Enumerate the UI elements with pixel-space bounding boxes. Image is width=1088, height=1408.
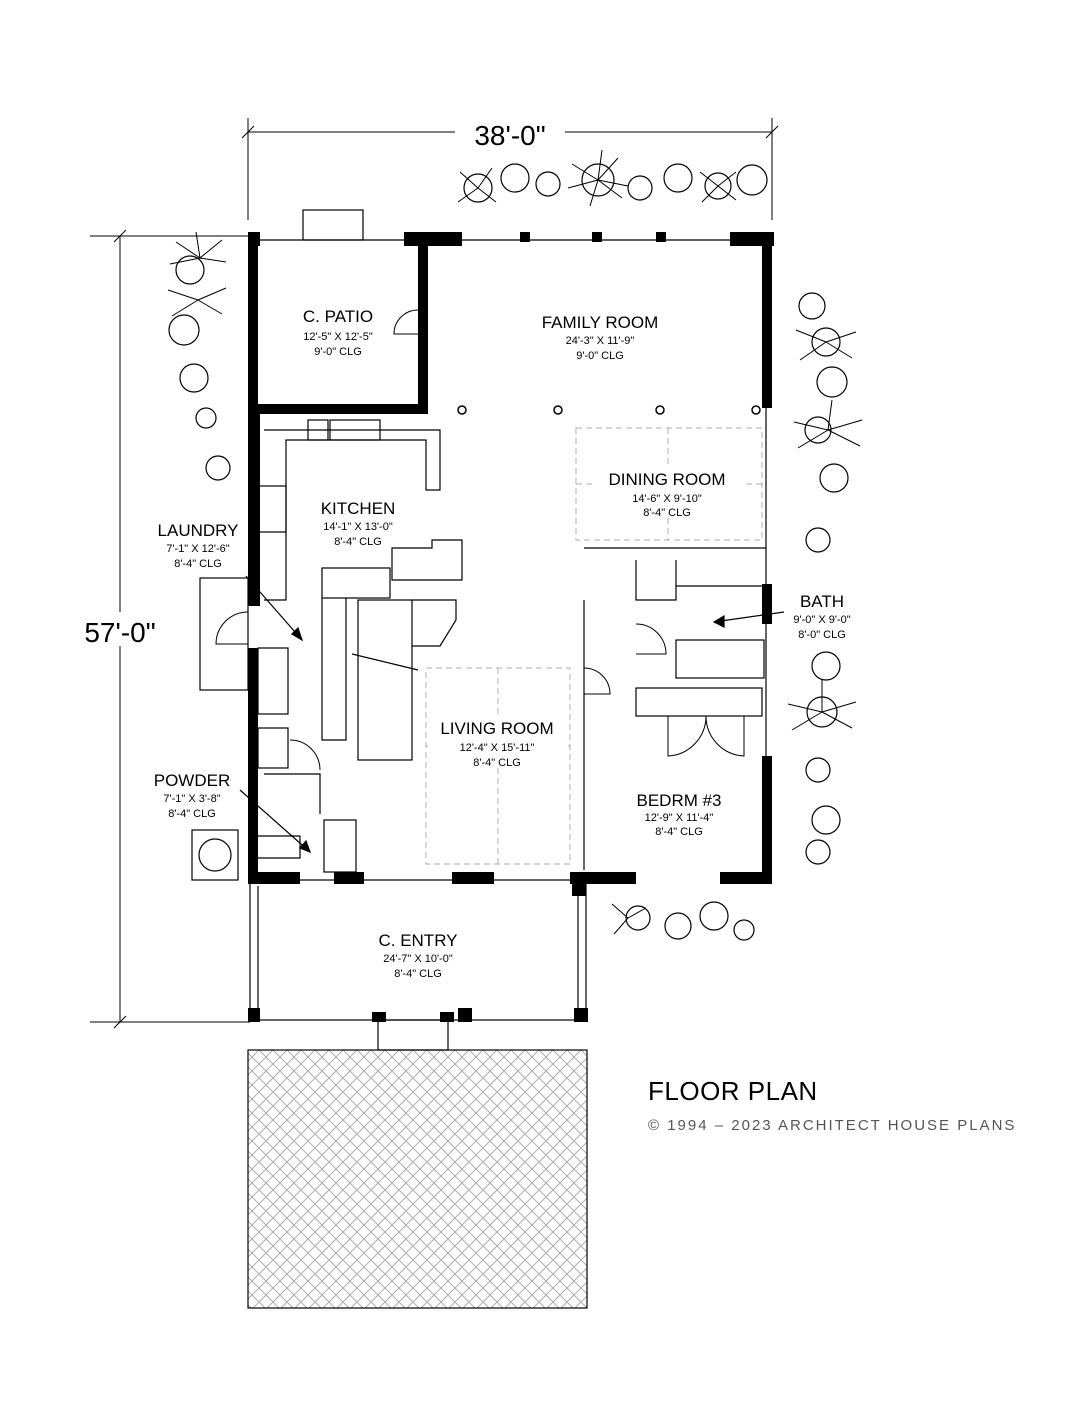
depth-dimension: 57'-0" xyxy=(84,617,155,648)
room-size: 12'-5" X 12'-5" xyxy=(303,331,373,343)
room-ceiling: 8'-4" CLG xyxy=(643,507,691,519)
room-patio: C. PATIO 12'-5" X 12'-5" 9'-0" CLG xyxy=(303,307,373,358)
room-name: C. PATIO xyxy=(303,307,373,326)
room-powder: POWDER 7'-1" X 3'-8" 8'-4" CLG xyxy=(154,771,231,820)
columns xyxy=(457,405,761,415)
room-size: 12'-9" X 11'-4" xyxy=(645,812,714,824)
room-ceiling: 8'-4" CLG xyxy=(334,536,382,548)
room-size: 9'-0" X 9'-0" xyxy=(793,614,850,626)
room-bath: BATH 9'-0" X 9'-0" 8'-0" CLG xyxy=(793,592,850,641)
room-name: KITCHEN xyxy=(321,499,396,518)
plan-title: FLOOR PLAN xyxy=(648,1076,818,1106)
room-size: 14'-1" X 13'-0" xyxy=(323,521,393,533)
room-name: DINING ROOM xyxy=(608,470,725,489)
copyright-notice: © 1994 – 2023 ARCHITECT HOUSE PLANS xyxy=(648,1117,1016,1134)
room-ceiling: 8'-4" CLG xyxy=(473,757,521,769)
room-size: 24'-3" X 11'-9" xyxy=(566,335,635,347)
leader-arrows xyxy=(239,575,785,854)
room-ceiling: 8'-4" CLG xyxy=(168,808,216,820)
room-bedroom: BEDRM #3 12'-9" X 11'-4" 8'-4" CLG xyxy=(636,791,721,838)
room-size: 14'-6" X 9'-10" xyxy=(632,493,702,505)
room-family: FAMILY ROOM 24'-3" X 11'-9" 9'-0" CLG xyxy=(542,313,659,362)
room-name: LIVING ROOM xyxy=(440,719,553,738)
room-ceiling: 8'-4" CLG xyxy=(655,826,703,838)
room-size: 12'-4" X 15'-11" xyxy=(460,742,535,754)
room-size: 24'-7" X 10'-0" xyxy=(383,953,453,965)
room-dining: DINING ROOM 14'-6" X 9'-10" 8'-4" CLG xyxy=(592,466,742,519)
room-name: BATH xyxy=(800,592,844,611)
room-ceiling: 9'-0" CLG xyxy=(576,350,624,362)
room-ceiling: 8'-4" CLG xyxy=(174,558,222,570)
room-size: 7'-1" X 12'-6" xyxy=(166,543,229,555)
driveway-paving xyxy=(247,1049,588,1309)
room-ceiling: 8'-4" CLG xyxy=(394,968,442,980)
room-ceiling: 9'-0" CLG xyxy=(314,346,362,358)
room-size: 7'-1" X 3'-8" xyxy=(163,793,220,805)
room-name: C. ENTRY xyxy=(378,931,457,950)
exterior-walls xyxy=(248,232,774,1022)
room-name: LAUNDRY xyxy=(158,521,239,540)
room-ceiling: 8'-0" CLG xyxy=(798,629,846,641)
room-name: FAMILY ROOM xyxy=(542,313,659,332)
room-laundry: LAUNDRY 7'-1" X 12'-6" 8'-4" CLG xyxy=(158,521,239,570)
room-entry: C. ENTRY 24'-7" X 10'-0" 8'-4" CLG xyxy=(378,931,457,980)
landscaping-shrubs xyxy=(168,163,849,941)
room-living: LIVING ROOM 12'-4" X 15'-11" 8'-4" CLG xyxy=(428,716,568,769)
width-dimension: 38'-0" xyxy=(474,120,545,151)
landscaping-spiky-plants xyxy=(167,149,863,935)
room-name: POWDER xyxy=(154,771,231,790)
room-name: BEDRM #3 xyxy=(636,791,721,810)
room-kitchen: KITCHEN 14'-1" X 13'-0" 8'-4" CLG xyxy=(321,499,396,548)
door-swings xyxy=(215,309,745,771)
